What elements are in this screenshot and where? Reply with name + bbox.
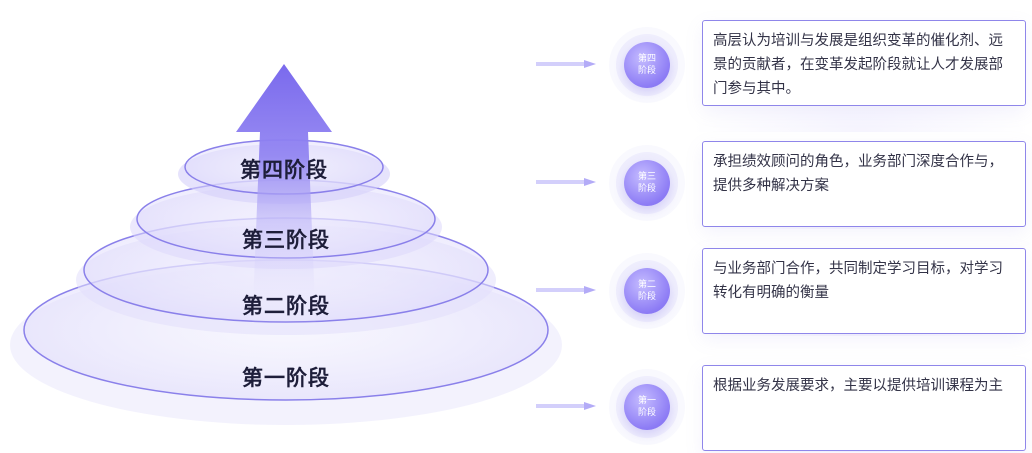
stage-1-label: 第一阶段 — [242, 366, 330, 390]
stage-4-badge: 第四 阶段 — [624, 42, 670, 88]
stage-pyramid — [10, 64, 562, 425]
connector-arrow — [536, 286, 596, 294]
stage-3-card: 承担绩效顾问的角色，业务部门深度合作与，提供多种解决方案 — [702, 141, 1026, 227]
stage-4-description: 高层认为培训与发展是组织变革的催化剂、远景的贡献者，在变革发起阶段就让人才发展部… — [713, 33, 1003, 97]
connector-arrow — [536, 178, 596, 186]
stage-1-card: 根据业务发展要求，主要以提供培训课程为主 — [702, 365, 1026, 451]
stage-4-label: 第四阶段 — [240, 158, 328, 182]
stage-4-badge-line1: 第四 — [637, 54, 656, 64]
connector-arrow — [536, 60, 596, 68]
stage-1-badge-line2: 阶段 — [637, 408, 656, 418]
growth-arrow — [236, 64, 332, 330]
stage-1-badge: 第一 阶段 — [624, 384, 670, 430]
stage-2-label: 第二阶段 — [242, 294, 330, 318]
stage-4-card: 高层认为培训与发展是组织变革的催化剂、远景的贡献者，在变革发起阶段就让人才发展部… — [702, 20, 1026, 106]
stage-1-badge-line1: 第一 — [637, 396, 656, 406]
stage-2-description: 与业务部门合作，共同制定学习目标，对学习转化有明确的衡量 — [713, 261, 1003, 301]
connector-arrow — [536, 402, 596, 410]
stage-3-label: 第三阶段 — [242, 228, 330, 252]
stage-2-badge-line1: 第二 — [637, 280, 656, 290]
stage-3-badge: 第三 阶段 — [624, 160, 670, 206]
stage-2-badge: 第二 阶段 — [624, 268, 670, 314]
stage-3-badge-line1: 第三 — [637, 172, 656, 182]
stage-3-description: 承担绩效顾问的角色，业务部门深度合作与，提供多种解决方案 — [713, 154, 1003, 194]
stage-4-badge-line2: 阶段 — [637, 66, 656, 76]
stage-2-card: 与业务部门合作，共同制定学习目标，对学习转化有明确的衡量 — [702, 248, 1026, 334]
stage-2-badge-line2: 阶段 — [637, 292, 656, 302]
stage-3-badge-line2: 阶段 — [637, 184, 656, 194]
stage-1-description: 根据业务发展要求，主要以提供培训课程为主 — [713, 378, 1003, 394]
